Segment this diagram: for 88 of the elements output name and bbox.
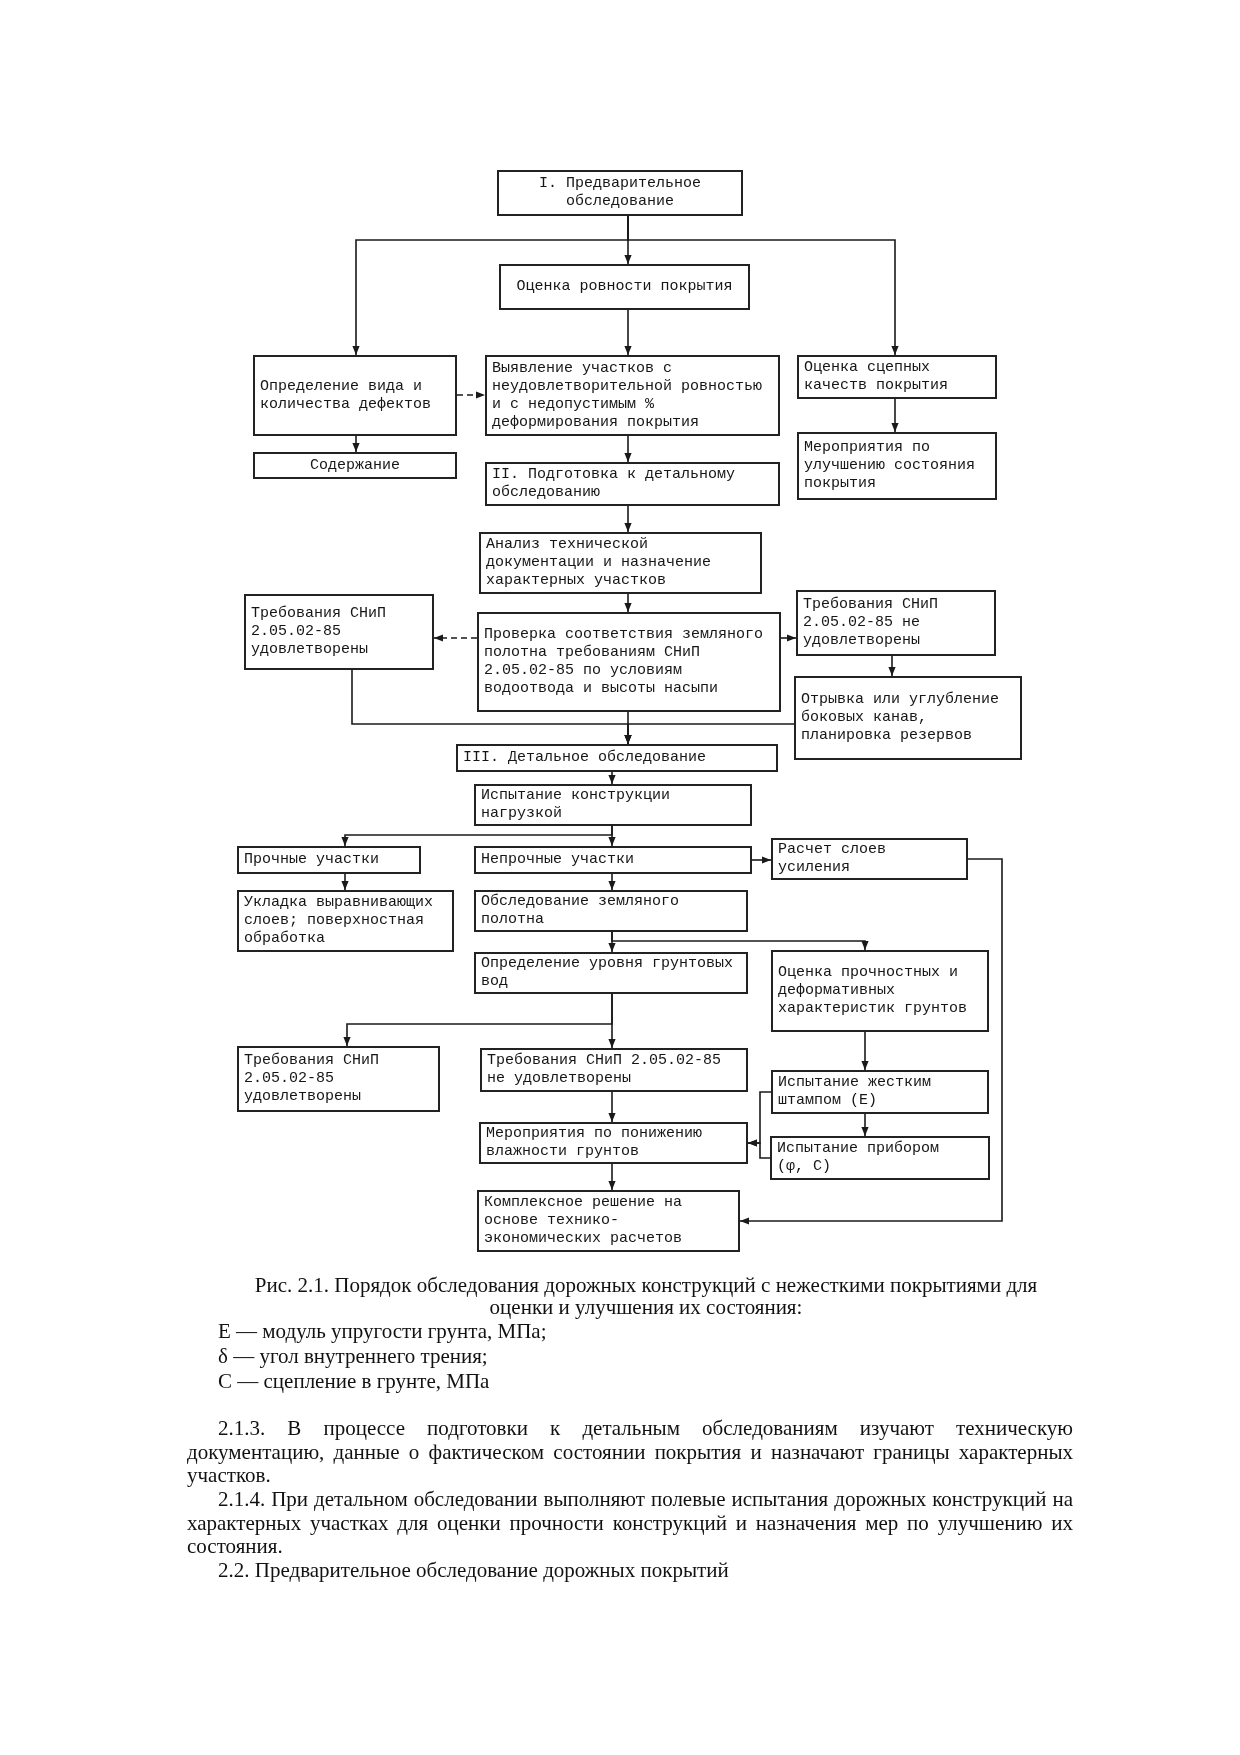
arrow <box>861 1031 869 1071</box>
arrow <box>747 1139 771 1159</box>
arrow <box>608 1091 616 1123</box>
process-box <box>485 462 780 506</box>
step-label: Оценка прочностных и деформативных характеристик грунтов <box>778 964 969 1018</box>
process-box <box>771 950 989 1032</box>
arrow <box>624 435 632 463</box>
arrow <box>751 856 772 864</box>
arrow <box>624 309 632 356</box>
process-box <box>770 1136 990 1180</box>
step-label: Выявление участков с неудовлетворительной ровностью и с недопустимым % деформирования покрытия <box>492 359 764 432</box>
process-box <box>474 952 748 994</box>
process-box <box>797 355 997 399</box>
arrow <box>739 858 1003 1225</box>
step-label: Требования СНиП 2.05.02-85 удовлетворены <box>251 605 388 659</box>
process-box <box>456 744 778 772</box>
arrow <box>611 931 869 951</box>
step-label: Прочные участки <box>244 851 380 869</box>
step-label: Требования СНиП 2.05.02-85 не удовлетворены <box>803 596 940 650</box>
step-label: Испытание конструкции нагрузкой <box>481 787 672 823</box>
process-box <box>477 1190 740 1252</box>
arrow <box>608 825 616 847</box>
process-box <box>253 355 457 436</box>
symbol-definition: δ — угол внутреннего трения; <box>218 1345 489 1369</box>
section-heading: 2.2. Предварительное обследование дорожных покрытий <box>217 1559 730 1583</box>
step-label: Непрочные участки <box>481 851 635 869</box>
step-label: Испытание прибором (φ, C) <box>777 1140 941 1176</box>
arrow <box>888 655 896 677</box>
process-box <box>237 890 454 952</box>
step-label: Анализ технической документации и назначение характерных участков <box>486 536 713 590</box>
process-box <box>479 532 762 594</box>
step-label: Мероприятия по улучшению состояния покрытия <box>804 439 977 493</box>
step-label: Обследование земляного полотна <box>481 893 681 929</box>
arrow <box>608 1163 616 1191</box>
arrow <box>341 873 349 891</box>
symbol-definition: E — модуль упругости грунта, МПа; <box>218 1320 548 1344</box>
arrow <box>624 505 632 533</box>
step-label: Оценка сцепных качеств покрытия <box>804 359 950 395</box>
step-label: Требования СНиП 2.05.02-85 не удовлетворены <box>487 1052 723 1088</box>
step-label: Мероприятия по понижению влажности грунтов <box>486 1125 704 1161</box>
figure-caption: Рис. 2.1. Порядок обследования дорожных конструкций с нежесткими покрытиями для оценки и улучшения их состояния: <box>253 1274 1039 1318</box>
step-label: Проверка соответствия земляного полотна требованиям СНиП 2.05.02-85 по условиям водоотвода и высоты насыпи <box>484 626 765 698</box>
step-label: Оценка ровности покрытия <box>516 278 733 296</box>
process-box <box>237 846 421 874</box>
arrow <box>608 873 616 891</box>
arrow <box>780 634 797 642</box>
dashed-arrow <box>456 391 486 399</box>
step-label: Укладка выравнивающих слоев; поверхностная обработка <box>244 894 435 948</box>
arrow <box>352 435 360 453</box>
step-label: Комплексное решение на основе технико-экономических расчетов <box>484 1194 684 1248</box>
arrow <box>624 723 795 745</box>
process-box <box>497 170 743 216</box>
arrow <box>861 1113 869 1137</box>
process-box <box>480 1048 748 1092</box>
process-box <box>474 846 752 874</box>
step-label: Требования СНиП 2.05.02-85 удовлетворены <box>244 1052 381 1106</box>
step-label: I. Предварительное обследование <box>538 175 702 211</box>
arrow <box>608 993 616 1049</box>
body-paragraph: 2.1.3. В процессе подготовки к детальным обследованиям изучают техническую документацию, данные о фактическом состоянии покрытия и назначают границы характерных участков. <box>187 1417 1073 1488</box>
process-box <box>253 452 457 479</box>
arrow <box>627 215 899 356</box>
dashed-arrow <box>433 634 478 642</box>
process-box <box>477 612 781 712</box>
process-box <box>485 355 780 436</box>
process-box <box>244 594 434 670</box>
body-paragraph: 2.1.4. При детальном обследовании выполняют полевые испытания дорожных конструкций на характерных участках для оценки прочности конструкций и назначения мер по улучшению их состояния. <box>187 1488 1073 1559</box>
arrow <box>891 398 899 433</box>
step-label: III. Детальное обследование <box>463 749 707 767</box>
process-box <box>474 890 748 932</box>
arrow <box>608 771 616 785</box>
step-label: Расчет слоев усиления <box>778 841 888 877</box>
process-box <box>771 838 968 880</box>
process-box <box>797 432 997 500</box>
step-label: Определение уровня грунтовых вод <box>481 955 735 991</box>
step-label: Отрывка или углубление боковых канав, планировка резервов <box>801 691 1001 745</box>
step-label: II. Подготовка к детальному обследованию <box>492 466 737 502</box>
arrow <box>624 593 632 613</box>
process-box <box>479 1122 748 1164</box>
process-box <box>499 264 750 310</box>
process-box <box>237 1046 440 1112</box>
step-label: Испытание жестким штампом (E) <box>778 1074 933 1110</box>
symbol-definition: C — сцепление в грунте, МПа <box>218 1370 491 1394</box>
process-box <box>771 1070 989 1114</box>
process-box <box>794 676 1022 760</box>
step-label: Определение вида и количества дефектов <box>260 377 433 414</box>
process-box <box>474 784 752 826</box>
process-box <box>796 590 996 656</box>
step-label: Содержание <box>310 456 400 475</box>
